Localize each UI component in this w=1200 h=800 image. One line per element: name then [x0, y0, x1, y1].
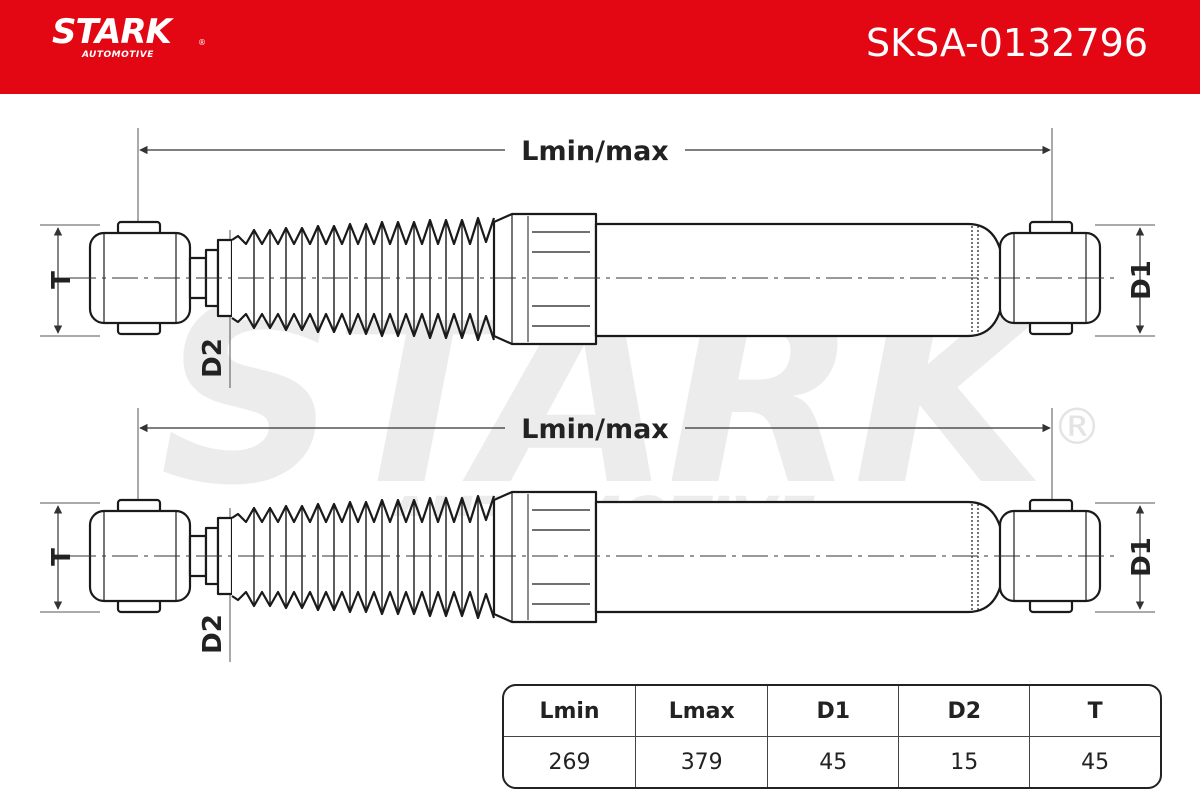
shock-absorber-top [40, 128, 1155, 388]
value-d1: 45 [767, 737, 898, 787]
header-d1: D1 [767, 686, 899, 737]
t-label-top: T [47, 271, 77, 289]
part-number: SKSA-0132796 [866, 21, 1148, 65]
spec-table-header-row: Lmin Lmax D1 D2 T [504, 686, 1160, 737]
value-t: 45 [1029, 737, 1160, 787]
value-lmax: 379 [635, 737, 767, 787]
brand-sub: AUTOMOTIVE [82, 50, 154, 60]
dust-bellows-top [231, 216, 496, 342]
shock-absorber-bottom [40, 408, 1155, 662]
d1-label-bottom: D1 [1127, 537, 1157, 577]
length-label-bottom: Lmin/max [521, 414, 668, 445]
header-d2: D2 [898, 686, 1030, 737]
d1-label-top: D1 [1127, 260, 1157, 300]
watermark-registered-mark: ® [1052, 398, 1102, 456]
spec-table-value-row: 269 379 45 15 45 [504, 737, 1160, 787]
value-lmin: 269 [548, 749, 591, 775]
header-t: T [1029, 686, 1160, 737]
dust-bellows-bottom [231, 494, 496, 620]
value-d2: 15 [898, 737, 1029, 787]
brand-logo: STARK [52, 12, 172, 52]
header-lmax: Lmax [635, 686, 768, 737]
length-label-top: Lmin/max [521, 136, 668, 167]
d2-label-bottom: D2 [198, 614, 228, 654]
header-bar: STARK ® AUTOMOTIVE SKSA-0132796 [0, 0, 1200, 94]
d2-label-top: D2 [198, 338, 228, 378]
brand-registered-mark: ® [198, 38, 206, 47]
spec-table: Lmin Lmax D1 D2 T 269 379 45 15 45 [502, 684, 1162, 789]
t-label-bottom: T [47, 548, 77, 566]
header-lmin: Lmin [504, 686, 636, 737]
